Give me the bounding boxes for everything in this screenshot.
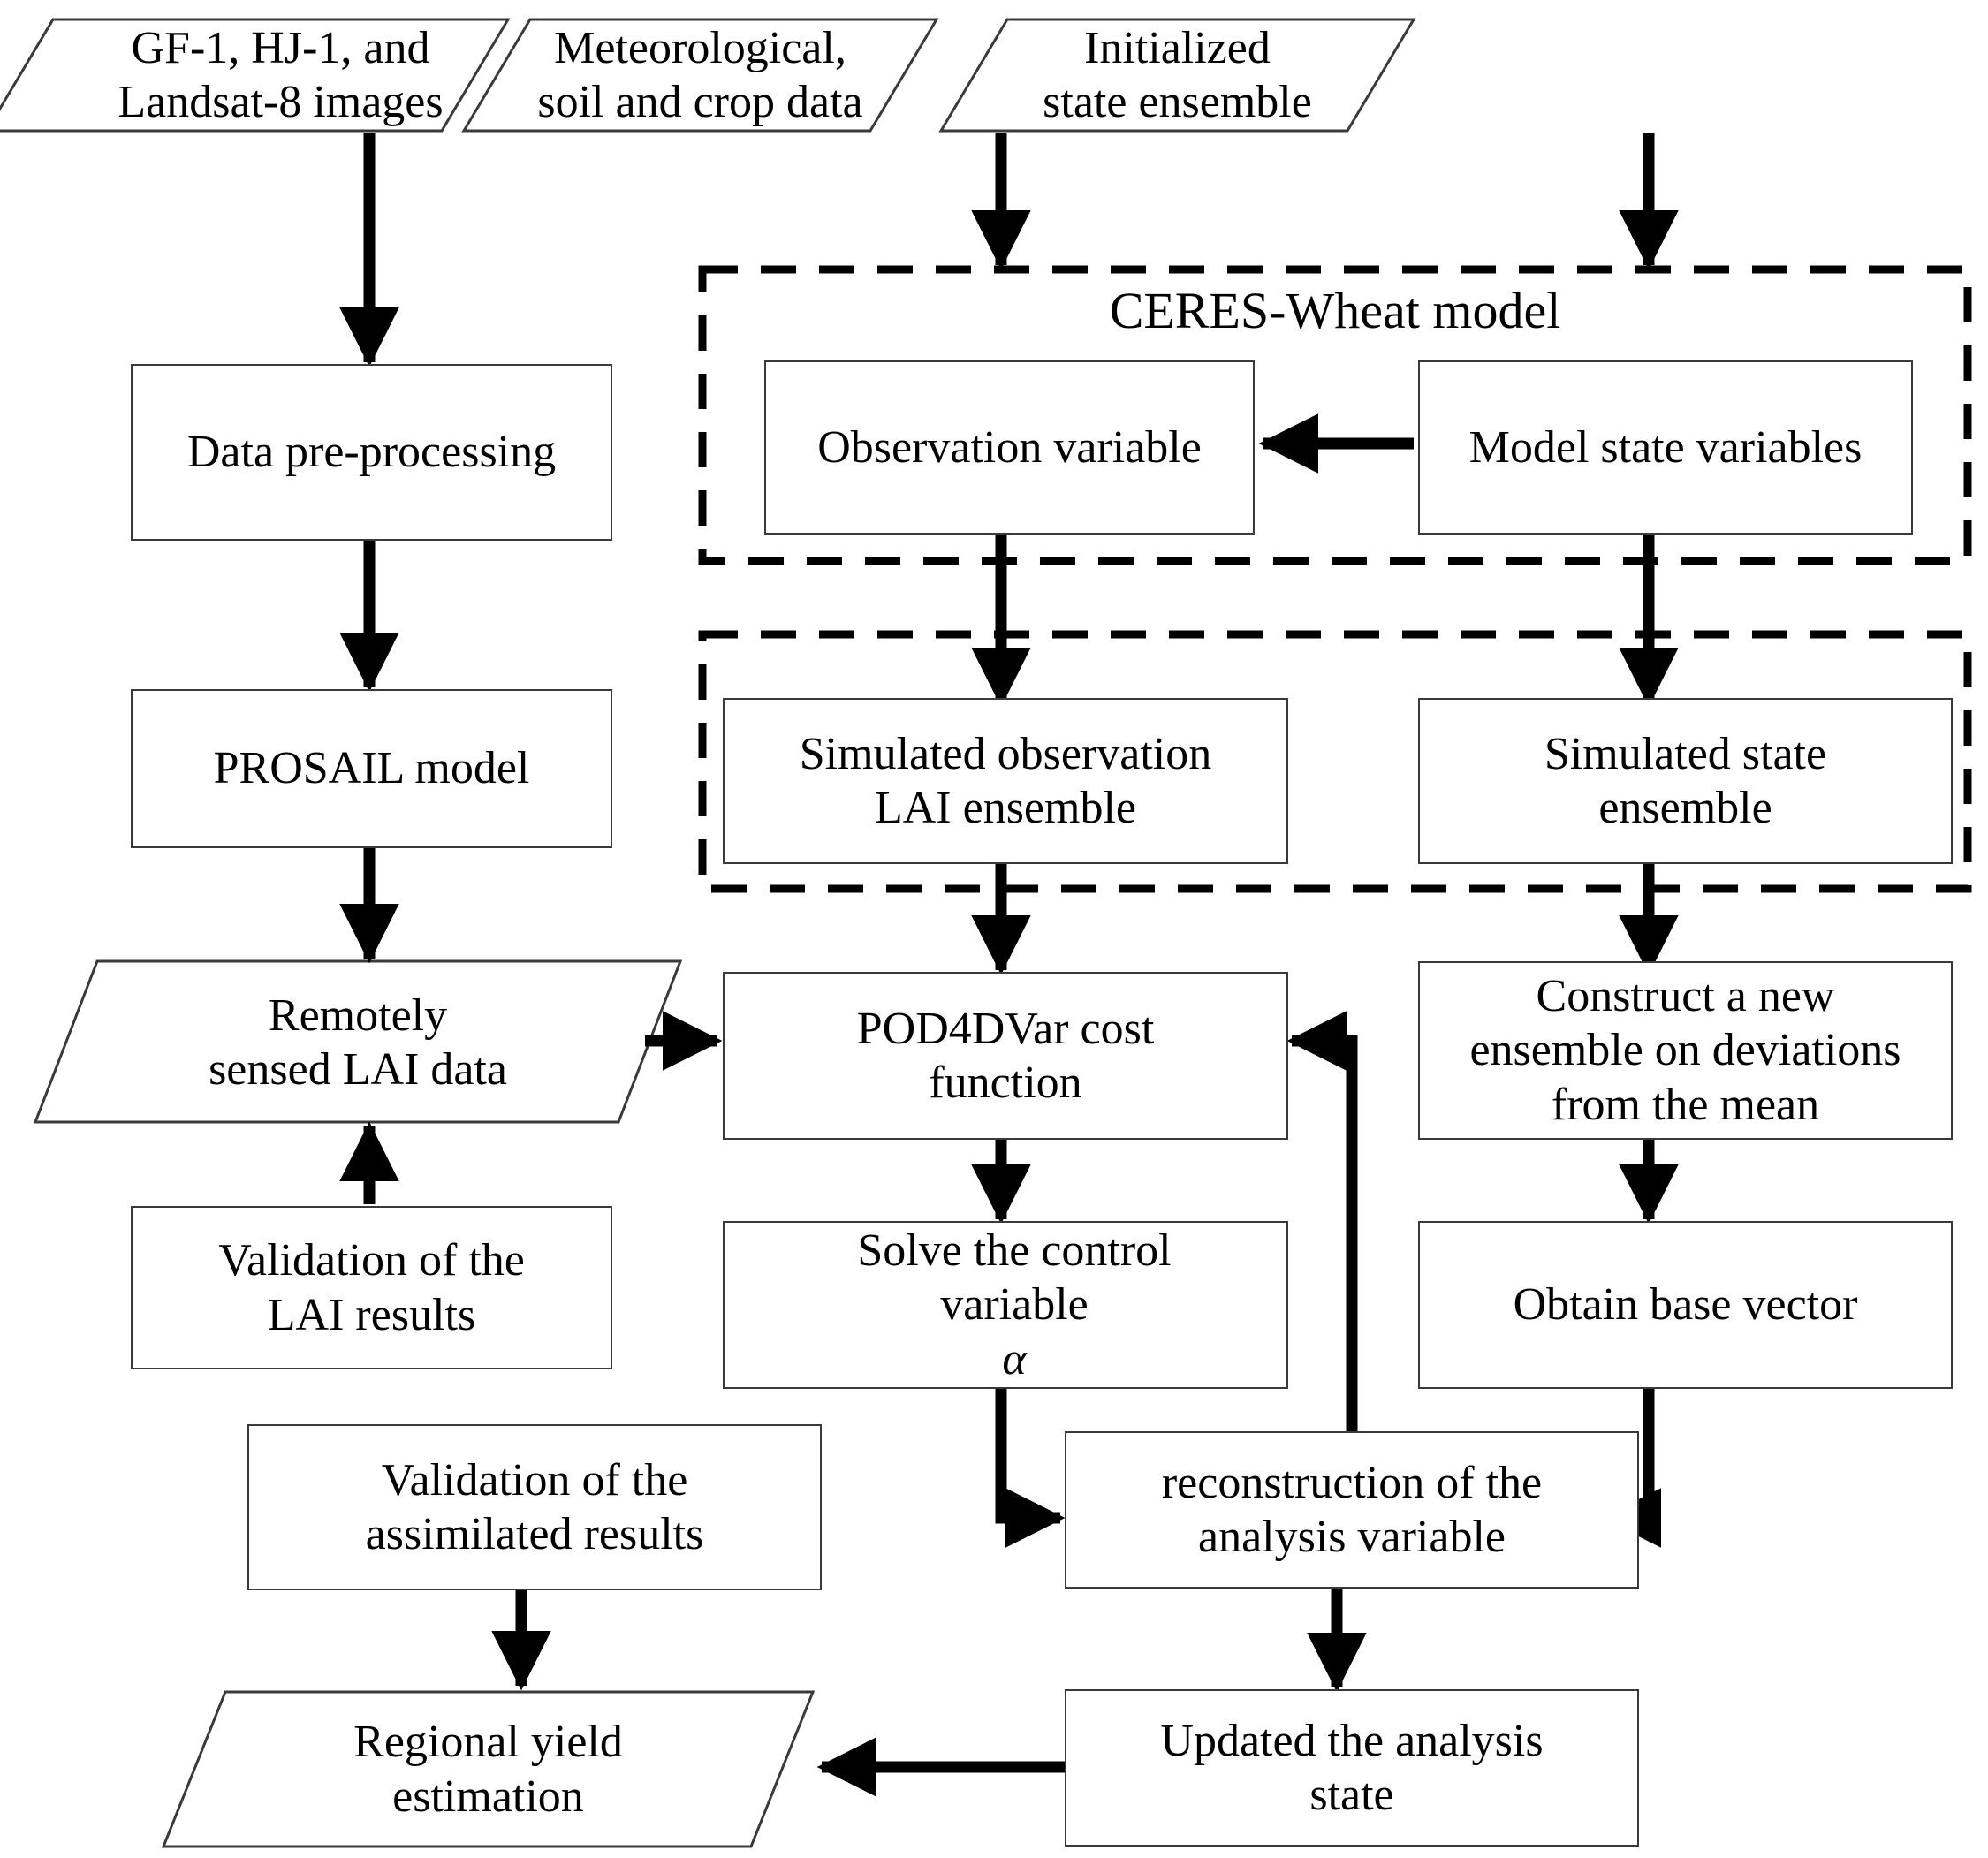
node-updated-analysis-state: Updated the analysis state <box>1065 1689 1639 1847</box>
alpha-symbol: α <box>1002 1333 1027 1384</box>
node-initialized-state-label: Initialized state ensemble <box>1043 22 1312 127</box>
parallelogram-initialized-state <box>938 18 1416 133</box>
node-validation-assimilated-results: Validation of the assimilated results <box>247 1424 822 1590</box>
parallelogram-gf1-images <box>0 18 511 133</box>
node-gf1-images-label: GF-1, HJ-1, and Landsat-8 images <box>118 22 444 127</box>
node-pod4dvar-cost-function: POD4DVar cost function <box>723 972 1288 1140</box>
node-model-state-variables: Model state variables <box>1418 360 1913 535</box>
node-construct-new-ensemble: Construct a new ensemble on deviations f… <box>1418 961 1953 1140</box>
node-met-soil-crop-label: Meteorological, soil and crop data <box>537 22 863 127</box>
node-observation-variable: Observation variable <box>764 360 1255 535</box>
node-solve-control-variable: Solve the control variable α <box>723 1221 1288 1389</box>
parallelogram-met-soil-crop <box>461 18 939 133</box>
group-label-ceres-wheat: CERES-Wheat model <box>1109 282 1561 339</box>
node-remotely-sensed-lai-label: Remotely sensed LAI data <box>209 990 507 1095</box>
node-simulated-state-ensemble: Simulated state ensemble <box>1418 698 1953 864</box>
arrow-reconstruct-to-cost-feedback <box>1286 1011 1358 1453</box>
node-regional-yield-label: Regional yield estimation <box>353 1717 623 1822</box>
node-reconstruction-analysis-variable: reconstruction of the analysis variable <box>1065 1431 1639 1589</box>
parallelogram-regional-yield <box>161 1690 816 1848</box>
node-simulated-observation-lai: Simulated observation LAI ensemble <box>723 698 1288 864</box>
node-validation-lai-results: Validation of the LAI results <box>131 1206 612 1369</box>
node-obtain-base-vector: Obtain base vector <box>1418 1221 1953 1389</box>
parallelogram-remote-lai <box>33 959 683 1124</box>
dashed-group-ceres-wheat <box>698 265 1972 565</box>
arrow-solve-to-reconstruct <box>995 1389 1066 1548</box>
node-data-preprocessing: Data pre-processing <box>131 364 612 541</box>
solve-control-text: Solve the control variable <box>857 1225 1172 1331</box>
node-prosail-model: PROSAIL model <box>131 689 612 848</box>
